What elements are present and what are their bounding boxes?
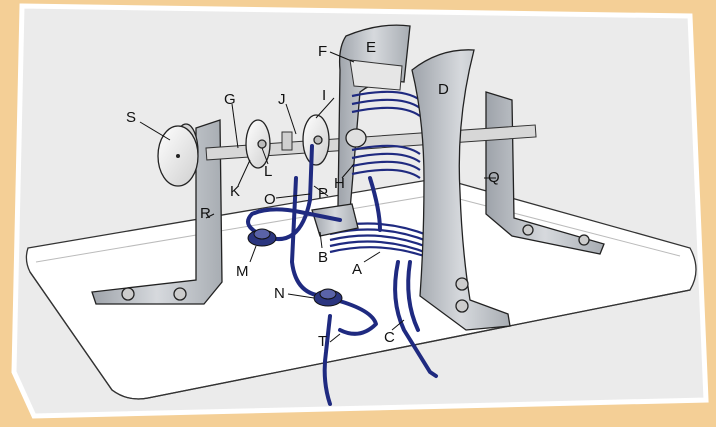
label-k: K bbox=[230, 183, 240, 200]
label-r: R bbox=[200, 205, 211, 222]
label-m: M bbox=[236, 263, 249, 280]
label-a: A bbox=[352, 261, 362, 278]
armature-coil bbox=[345, 90, 421, 179]
commutator-disc-right bbox=[302, 114, 330, 166]
back-pole-piece bbox=[337, 24, 411, 211]
left-bearing-bracket bbox=[91, 119, 223, 305]
part-labels: S G J I F E D Q R K L H O P B A M N C T bbox=[126, 39, 500, 350]
binding-post-n bbox=[313, 288, 343, 307]
label-h: H bbox=[334, 175, 345, 192]
label-l: L bbox=[264, 163, 272, 180]
front-pole-piece bbox=[411, 49, 511, 331]
label-e: E bbox=[366, 39, 376, 56]
label-i: I bbox=[322, 87, 326, 104]
label-s: S bbox=[126, 109, 136, 126]
label-o: O bbox=[264, 191, 276, 208]
label-j: J bbox=[278, 91, 286, 108]
label-p: P bbox=[318, 185, 328, 202]
label-t: T bbox=[318, 333, 327, 350]
label-d: D bbox=[438, 81, 449, 98]
binding-post-m bbox=[247, 228, 277, 247]
label-c: C bbox=[384, 329, 395, 346]
label-n: N bbox=[274, 285, 285, 302]
right-bearing-bracket bbox=[485, 91, 605, 255]
commutator-disc-left bbox=[245, 119, 271, 169]
leader-lines bbox=[139, 51, 496, 343]
pulley bbox=[157, 123, 199, 187]
label-f: F bbox=[318, 43, 327, 60]
label-b: B bbox=[318, 249, 328, 266]
label-g: G bbox=[224, 91, 236, 108]
label-q: Q bbox=[488, 169, 500, 186]
commutator-spacer bbox=[281, 131, 293, 151]
